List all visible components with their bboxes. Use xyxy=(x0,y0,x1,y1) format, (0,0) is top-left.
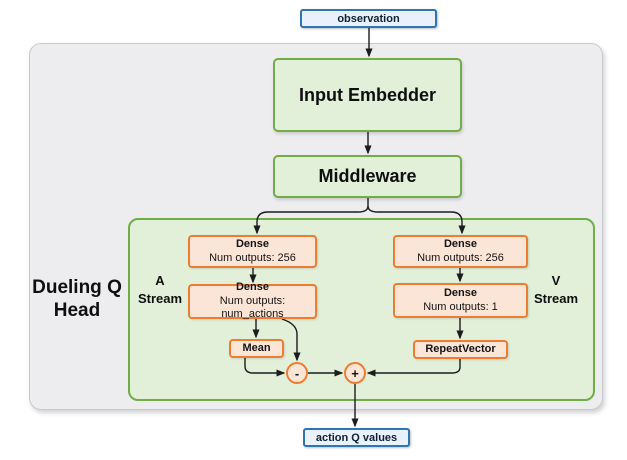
add-operator-label: + xyxy=(351,365,359,381)
subtract-operator: - xyxy=(286,362,308,384)
input-embedder-node: Input Embedder xyxy=(273,58,462,132)
a-stream-label: A Stream xyxy=(137,273,183,306)
repeat-vector-node: RepeatVector xyxy=(413,340,508,359)
mean-node: Mean xyxy=(229,339,284,358)
a-dense-1-title: Dense xyxy=(235,237,270,250)
input-embedder-label: Input Embedder xyxy=(298,84,436,105)
a-dense-2-node: Dense Num outputs: num_actions xyxy=(188,280,317,320)
observation-node: observation xyxy=(300,9,437,28)
v-dense-1-node: Dense Num outputs: 256 xyxy=(393,235,528,268)
mean-label: Mean xyxy=(242,341,271,354)
a-dense-1-node: Dense Num outputs: 256 xyxy=(188,235,317,268)
v-dense-2-node: Dense Num outputs: 1 xyxy=(393,283,528,318)
middleware-label: Middleware xyxy=(318,166,417,186)
v-dense-1-title: Dense xyxy=(443,237,478,250)
add-operator: + xyxy=(344,362,366,384)
a-dense-2-title: Dense xyxy=(235,280,270,293)
v-dense-1-subtitle: Num outputs: 256 xyxy=(417,251,504,264)
observation-label: observation xyxy=(337,12,400,25)
action-q-values-label: action Q values xyxy=(315,431,398,444)
subtract-operator-label: - xyxy=(294,365,300,381)
a-dense-1-subtitle: Num outputs: 256 xyxy=(209,251,296,264)
v-dense-2-title: Dense xyxy=(443,286,478,299)
v-dense-2-subtitle: Num outputs: 1 xyxy=(423,300,498,313)
repeat-vector-label: RepeatVector xyxy=(425,342,496,355)
middleware-node: Middleware xyxy=(273,155,462,198)
v-stream-label: V Stream xyxy=(533,273,579,306)
a-dense-2-subtitle: Num outputs: num_actions xyxy=(219,294,286,321)
dueling-q-head-label: Dueling Q Head xyxy=(32,277,122,322)
action-q-values-node: action Q values xyxy=(303,428,410,447)
